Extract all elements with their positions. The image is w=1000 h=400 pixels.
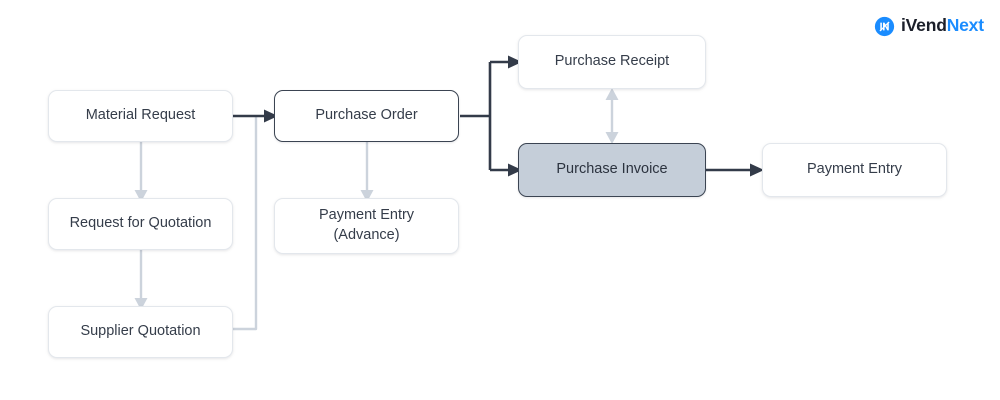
node-label: Request for Quotation [69, 215, 212, 232]
edge-purchase-invoice-to-payment-entry [704, 163, 764, 177]
node-purchase-receipt[interactable]: Purchase Receipt [518, 35, 706, 89]
node-label: Purchase Invoice [556, 161, 668, 178]
edge-purchase-receipt-to-purchase-invoice [605, 88, 619, 144]
node-payment-entry-advance[interactable]: Payment Entry (Advance) [274, 198, 459, 254]
node-payment-entry[interactable]: Payment Entry [762, 143, 947, 197]
edge-material-request-to-request-for-quotation [134, 140, 148, 202]
node-label: Purchase Order [315, 107, 418, 124]
node-label-group: Payment Entry (Advance) [319, 206, 414, 245]
brand-name-accent: Next [946, 15, 984, 36]
node-supplier-quotation[interactable]: Supplier Quotation [48, 306, 233, 358]
brand-name: iVendNext [901, 17, 984, 35]
node-label: Payment Entry [806, 161, 903, 178]
edge-supplier-quotation-to-purchase-order [233, 115, 258, 331]
node-material-request[interactable]: Material Request [48, 90, 233, 142]
edge-purchase-order-to-payment-entry-advance [360, 142, 374, 202]
node-label: Purchase Receipt [554, 53, 670, 70]
node-purchase-order[interactable]: Purchase Order [274, 90, 459, 142]
ivend-circle-monogram-icon [874, 16, 895, 36]
edge-purchase-order-branch-to-receipt-and-invoice [460, 55, 522, 177]
node-label: Supplier Quotation [80, 323, 201, 340]
node-request-for-quotation[interactable]: Request for Quotation [48, 198, 233, 250]
brand-name-primary: iVend [901, 15, 947, 36]
node-label-secondary: (Advance) [333, 227, 400, 243]
node-purchase-invoice[interactable]: Purchase Invoice [518, 143, 706, 197]
edge-request-for-quotation-to-supplier-quotation [134, 248, 148, 310]
node-label: Payment Entry [318, 207, 415, 224]
node-label: Material Request [85, 107, 196, 124]
brand-logo: iVendNext [874, 13, 984, 39]
edge-material-request-to-purchase-order [228, 109, 278, 123]
